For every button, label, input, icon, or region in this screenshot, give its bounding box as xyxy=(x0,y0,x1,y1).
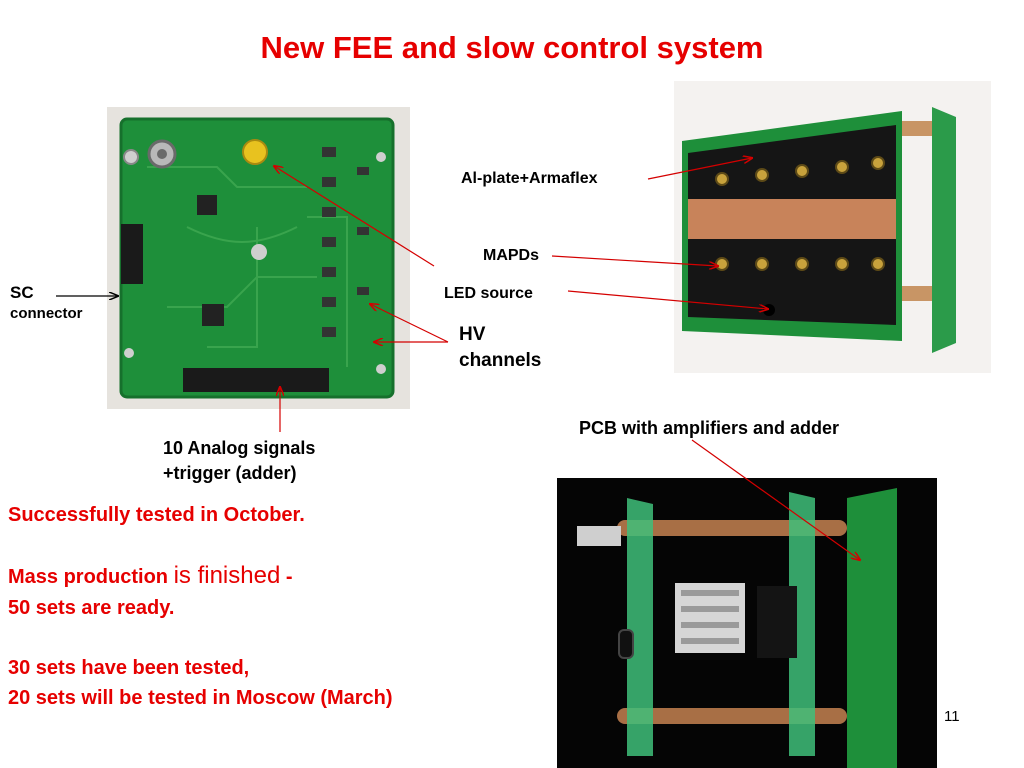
slide-title: New FEE and slow control system xyxy=(260,30,764,65)
mapds-label: MAPDs xyxy=(483,247,540,264)
sc-label-line1: SC xyxy=(10,283,34,302)
analog-label-line2: +trigger (adder) xyxy=(163,463,297,483)
analog-label-line1: 10 Analog signals xyxy=(163,438,316,458)
sc-label: SC connector xyxy=(10,283,83,322)
fee-board-photo xyxy=(107,107,410,409)
mapd-module-photo xyxy=(674,81,991,373)
status-line-5: 20 sets will be tested in Moscow (March) xyxy=(8,687,393,709)
led-source-label: LED source xyxy=(444,285,533,302)
hv-label-line2: channels xyxy=(459,350,542,371)
status-line-2a: Mass production xyxy=(8,566,174,588)
sc-label-line2: connector xyxy=(10,305,83,322)
status-line-4: 30 sets have been tested, xyxy=(8,657,250,679)
status-line-2c: - xyxy=(280,566,293,588)
hv-label: HV channels xyxy=(459,322,541,374)
analog-label: 10 Analog signals +trigger (adder) xyxy=(163,436,315,486)
al-plate-label: Al-plate+Armaflex xyxy=(461,170,598,187)
status-line-1: Successfully tested in October. xyxy=(8,504,305,526)
status-text: Successfully tested in October. Mass pro… xyxy=(8,500,393,713)
pcb-label: PCB with amplifiers and adder xyxy=(579,418,840,438)
hv-label-line1: HV xyxy=(459,324,486,345)
status-line-2: Mass production is finished - xyxy=(8,560,393,593)
status-line-2b: is finished xyxy=(173,562,281,589)
status-line-3: 50 sets are ready. xyxy=(8,597,175,619)
page-number: 11 xyxy=(944,708,960,725)
